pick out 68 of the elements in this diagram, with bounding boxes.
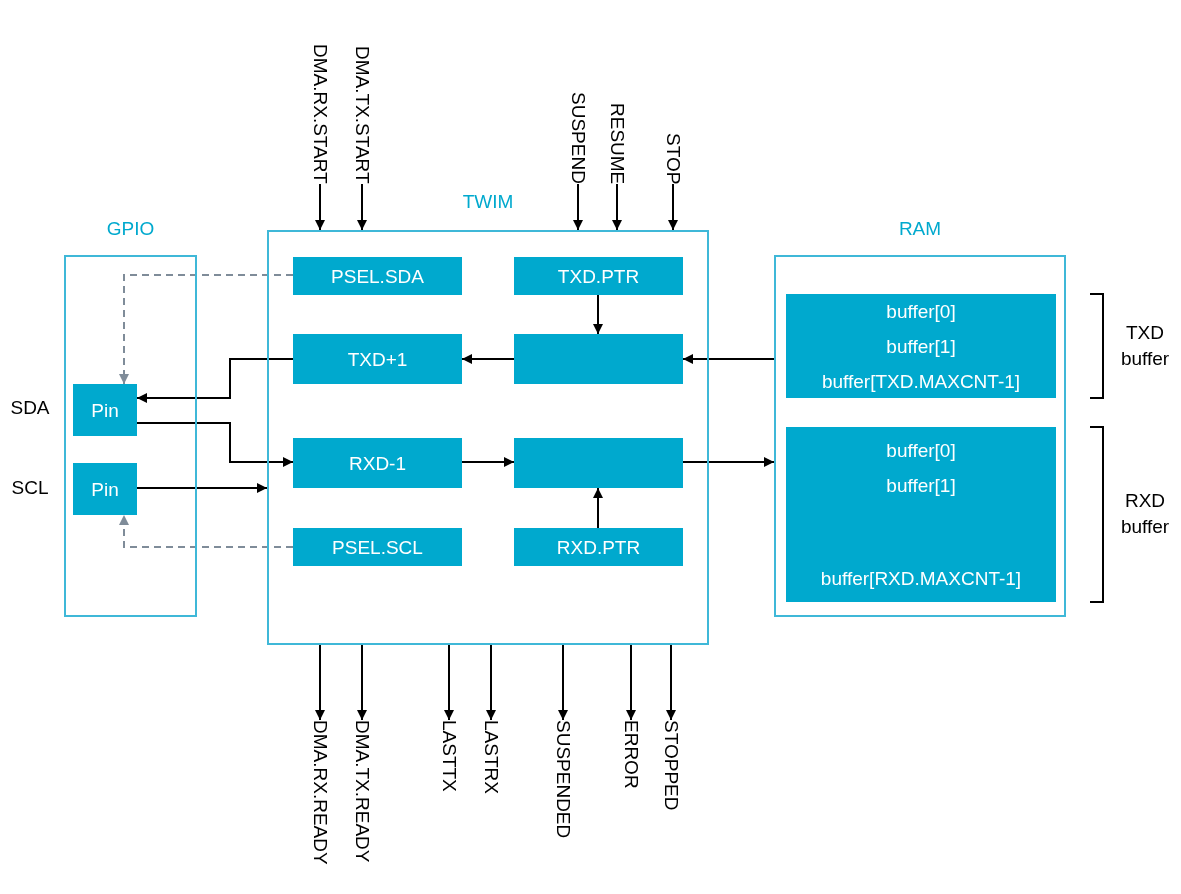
dashed-arrow [119,274,294,385]
box-text: PSEL.SCL [332,535,423,560]
register-box [293,257,462,295]
box-text: TXD.PTR [557,264,640,289]
arrow [315,644,325,721]
event-label: ERROR [620,720,642,789]
register-box [514,257,683,295]
buffer-entry: buffer[0] [886,299,956,324]
arrow [136,483,268,493]
task-label: RESUME [606,103,628,185]
box-text: RXD-1 [349,451,406,476]
register-box [514,528,683,566]
dashed-arrow [119,514,294,548]
register-box [73,463,137,515]
arrow [593,487,603,529]
buffer-entry: buffer[0] [886,439,956,463]
box-text: TXD+1 [347,347,408,372]
arrow [444,644,454,721]
buffer-entry: buffer[RXD.MAXCNT-1] [820,567,1022,591]
arrow [666,644,676,721]
side-label: TXD buffer [1119,321,1171,371]
box-text: PSEL.SDA [331,264,424,289]
event-label: SUSPENDED [552,720,574,839]
event-label: DMA.RX.READY [309,720,331,865]
module-title: RAM [897,218,943,240]
buffer-entry: buffer[1] [886,474,956,498]
buffer-entry: buffer[TXD.MAXCNT-1] [821,369,1021,394]
event-label: LASTRX [480,720,502,794]
box-text: Pin [91,477,119,502]
box-text: RXD.PTR [556,535,641,560]
arrow [486,644,496,721]
register-box [293,438,462,488]
block-box [514,334,683,384]
register-box [73,384,137,436]
side-label: RXD buffer [1119,489,1171,539]
task-label: DMA.TX.START [351,46,373,184]
task-label: SUSPEND [567,92,589,184]
event-label: LASTTX [438,720,460,792]
buffer-entry: buffer[1] [886,334,956,359]
arrow [136,422,294,467]
block-box [514,438,683,488]
task-label: DMA.RX.START [309,44,331,184]
buffer-block [786,427,1056,602]
buffer-block [786,294,1056,398]
arrow [136,358,294,403]
side-label: SCL [10,476,50,500]
box-text: Pin [91,398,119,423]
module-title: GPIO [105,218,156,240]
arrow [612,183,622,231]
arrow [682,457,775,467]
arrow [626,644,636,721]
arrow [357,183,367,231]
side-label: SDA [9,396,51,420]
arrow [593,294,603,335]
module-title: TWIM [461,191,515,213]
arrow [461,457,515,467]
arrow [315,183,325,231]
arrow [573,183,583,231]
arrow [357,644,367,721]
arrow [558,644,568,721]
arrow [668,183,678,231]
event-label: STOPPED [660,720,682,811]
arrow [682,354,775,364]
event-label: DMA.TX.READY [351,720,373,863]
register-box [293,334,462,384]
register-box [293,528,462,566]
arrow [461,354,515,364]
task-label: STOP [662,133,684,185]
